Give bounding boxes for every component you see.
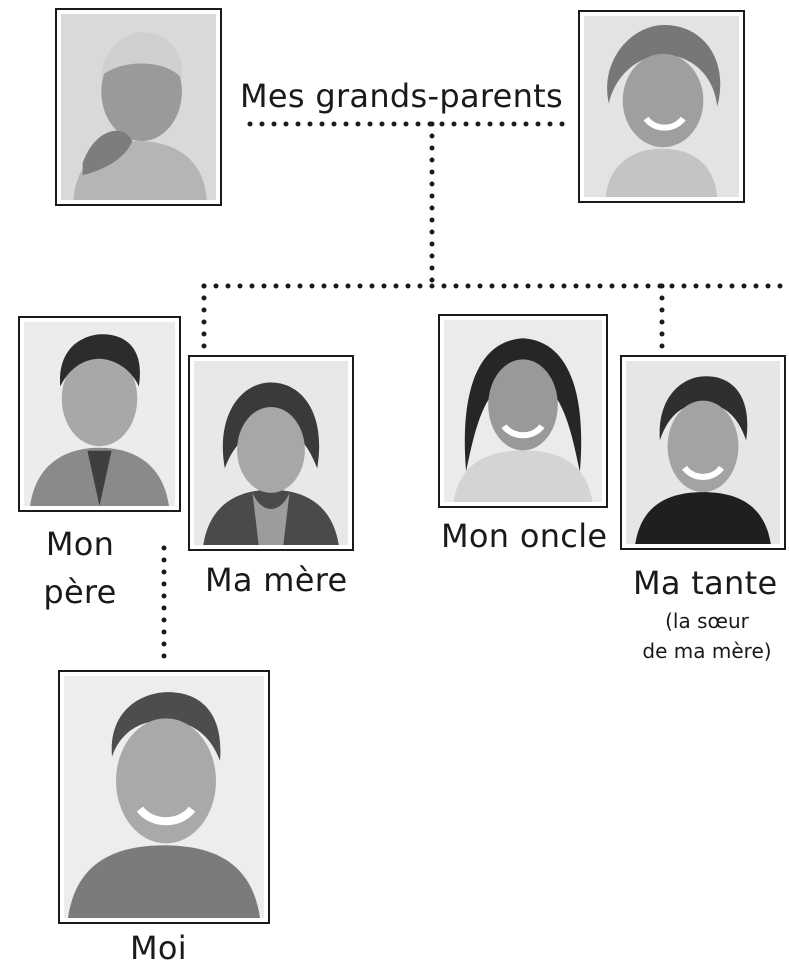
me-photo (58, 670, 270, 924)
grandmother-photo (578, 10, 745, 203)
mother-label: Ma mère (205, 561, 348, 599)
aunt-note-line2: de ma mère) (642, 639, 772, 663)
aunt-note-line1: (la sœur (665, 609, 749, 633)
father-label-line1: Mon (45, 525, 115, 563)
aunt-note: (la sœur de ma mère) (632, 606, 782, 666)
mother-photo (188, 355, 354, 551)
father-photo (18, 316, 181, 512)
father-label-line2: père (43, 573, 117, 611)
aunt-photo (620, 355, 786, 550)
grandfather-photo (55, 8, 222, 206)
father-label: Mon père (30, 524, 130, 612)
me-label: Moi (130, 929, 187, 967)
grandparents-label: Mes grands-parents (240, 77, 563, 115)
uncle-label: Mon oncle (441, 517, 608, 555)
uncle-photo (438, 314, 608, 508)
aunt-label: Ma tante (633, 564, 778, 602)
